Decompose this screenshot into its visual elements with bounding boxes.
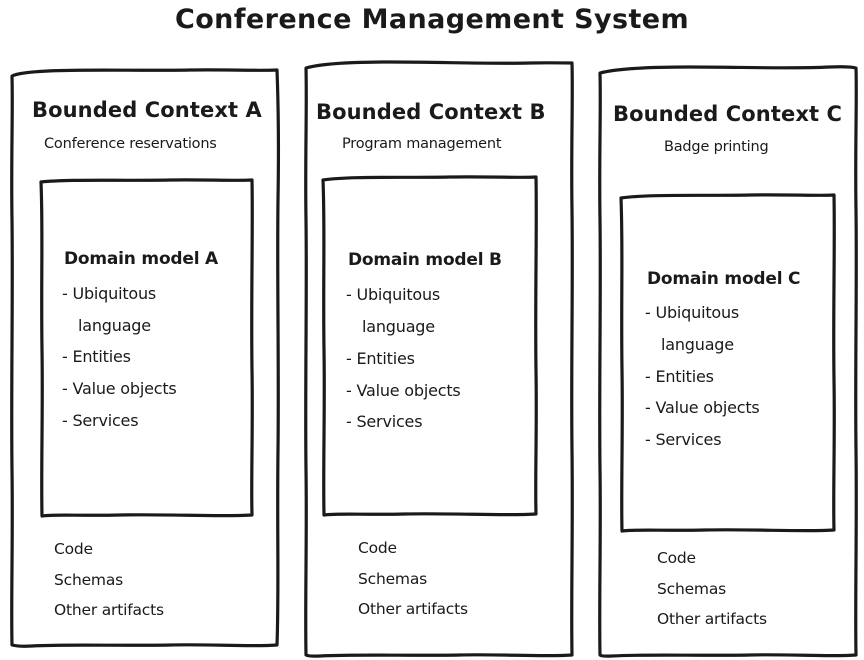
context-a-artifact-0: Code bbox=[54, 540, 93, 558]
context-b-artifact-2: Other artifacts bbox=[358, 600, 468, 618]
context-c-artifact-0: Code bbox=[657, 549, 696, 567]
domain-model-a-item-3: - Value objects bbox=[62, 379, 177, 398]
domain-model-a-item-2: - Entities bbox=[62, 347, 131, 366]
context-a-outer-border bbox=[10, 68, 281, 648]
bounded-context-b-subtitle: Program management bbox=[342, 136, 502, 152]
bounded-context-a-subtitle: Conference reservations bbox=[44, 136, 217, 152]
context-c-artifact-2: Other artifacts bbox=[657, 610, 767, 628]
domain-model-b-item-4: - Services bbox=[346, 412, 423, 431]
domain-model-a-item-1: language bbox=[78, 316, 151, 335]
domain-model-c-item-4: - Services bbox=[645, 430, 722, 449]
context-c-artifact-1: Schemas bbox=[657, 580, 726, 598]
domain-model-c-item-3: - Value objects bbox=[645, 398, 760, 417]
context-b-artifact-1: Schemas bbox=[358, 570, 427, 588]
context-a-artifact-2: Other artifacts bbox=[54, 601, 164, 619]
domain-model-c-item-1: language bbox=[661, 335, 734, 354]
domain-model-b-title: Domain model B bbox=[348, 250, 502, 270]
domain-model-b-item-2: - Entities bbox=[346, 349, 415, 368]
domain-model-a-item-0: - Ubiquitous bbox=[62, 284, 157, 303]
domain-model-c-title: Domain model C bbox=[647, 269, 801, 289]
context-b-artifact-0: Code bbox=[358, 539, 397, 557]
domain-model-c-item-0: - Ubiquitous bbox=[645, 303, 740, 322]
bounded-context-b-title: Bounded Context B bbox=[316, 100, 546, 124]
domain-model-b-item-1: language bbox=[362, 317, 435, 336]
domain-model-b-item-0: - Ubiquitous bbox=[346, 285, 441, 304]
domain-model-b-border bbox=[321, 175, 538, 517]
domain-model-c-item-2: - Entities bbox=[645, 367, 714, 386]
context-a-artifact-1: Schemas bbox=[54, 571, 123, 589]
bounded-context-c-title: Bounded Context C bbox=[613, 102, 843, 126]
domain-model-c-border bbox=[619, 193, 836, 533]
page-title: Conference Management System bbox=[174, 4, 690, 35]
domain-model-a-item-4: - Services bbox=[62, 411, 139, 430]
context-c-outer-border bbox=[598, 65, 858, 658]
bounded-context-c-subtitle: Badge printing bbox=[664, 139, 769, 155]
bounded-context-a-title: Bounded Context A bbox=[32, 98, 262, 122]
domain-model-a-title: Domain model A bbox=[64, 249, 219, 269]
domain-model-b-item-3: - Value objects bbox=[346, 381, 461, 400]
